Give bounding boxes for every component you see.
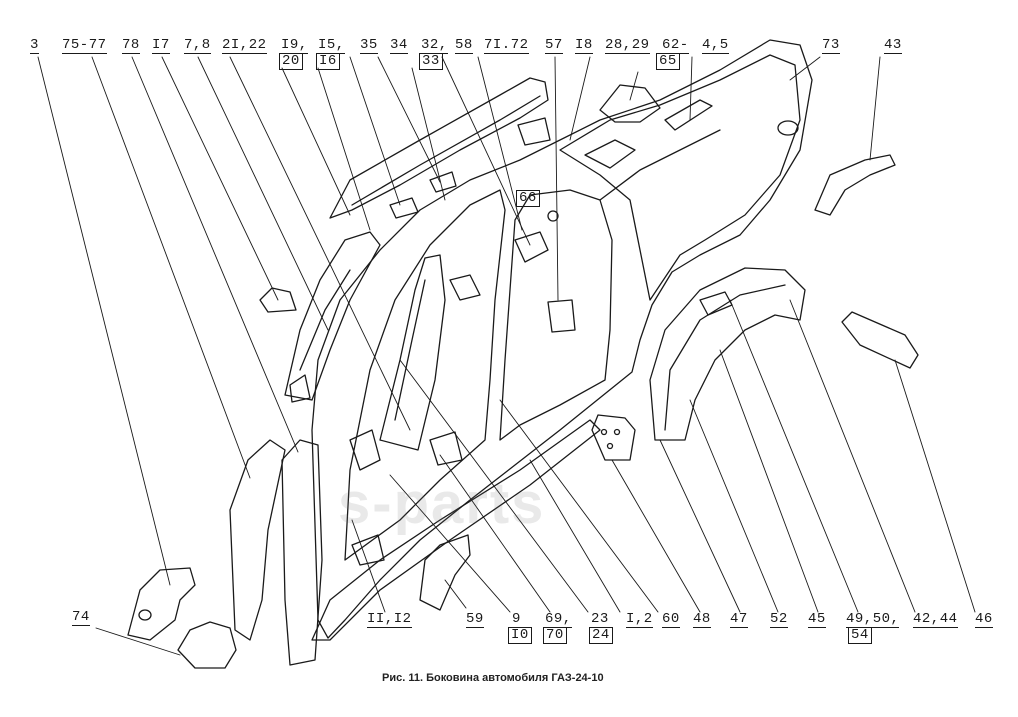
part-label: I9, [281, 37, 308, 54]
part-label: 69, [545, 611, 572, 628]
part-label: 45 [808, 611, 826, 628]
part-74-cap [177, 621, 237, 669]
part-label: 35 [360, 37, 378, 54]
part-label: 75-77 [62, 37, 107, 54]
part-label: 73 [822, 37, 840, 54]
part-label-boxed: 70 [543, 627, 567, 644]
figure-caption: Рис. 11. Боковина автомобиля ГАЗ-24-10 [382, 672, 604, 684]
part-label: I,2 [626, 611, 653, 628]
part-label: 2I,22 [222, 37, 267, 54]
watermark-text: s-parts [338, 471, 546, 536]
part-label-boxed: 54 [848, 627, 872, 644]
part-label: 42,44 [913, 611, 958, 628]
part-label: 47 [730, 611, 748, 628]
part-48-plate [591, 414, 636, 461]
b-pillar [379, 254, 446, 451]
part-label: 78 [122, 37, 140, 54]
rear-fender [559, 54, 801, 301]
part-label: 23 [591, 611, 609, 628]
part-label: 28,29 [605, 37, 650, 54]
part-label-boxed: 65 [656, 53, 680, 70]
part-label: 58 [455, 37, 473, 54]
part-17-clip [259, 287, 297, 313]
part-label: 46 [975, 611, 993, 628]
part-label: 57 [545, 37, 563, 54]
part-label-boxed: 33 [419, 53, 443, 70]
part-label: 49,50, [846, 611, 900, 628]
part-label: I8 [575, 37, 593, 54]
trunk-gutter [599, 84, 661, 123]
part-label: I7 [152, 37, 170, 54]
rocker-panel [311, 419, 601, 641]
roof-rail [329, 77, 549, 219]
part-label-boxed: 24 [589, 627, 613, 644]
part-label: 52 [770, 611, 788, 628]
part-78 [281, 439, 323, 666]
part-label-boxed: 66 [516, 190, 540, 207]
part-label: 34 [390, 37, 408, 54]
body-side-outer [311, 39, 813, 639]
part-3-bracket [127, 567, 196, 641]
part-label-boxed: 20 [279, 53, 303, 70]
part-label: 74 [72, 609, 90, 626]
part-label: 3 [30, 37, 39, 54]
part-label: 43 [884, 37, 902, 54]
rear-door-opening [499, 189, 613, 441]
front-pillar [284, 231, 381, 401]
part-label-boxed: I6 [316, 53, 340, 70]
part-label: I5, [318, 37, 345, 54]
part-label: 4,5 [702, 37, 729, 54]
part-label: II,I2 [367, 611, 412, 628]
part-label: 48 [693, 611, 711, 628]
front-door-opening [344, 189, 506, 561]
part-label: 60 [662, 611, 680, 628]
part-75-77 [229, 439, 286, 641]
part-43-bracket [814, 154, 896, 216]
part-label: 32, [421, 37, 448, 54]
part-label: 62- [662, 37, 689, 54]
part-46-seal [841, 311, 919, 369]
part-label: 7,8 [184, 37, 211, 54]
part-label: 9 [512, 611, 521, 628]
part-label: 7I.72 [484, 37, 529, 54]
part-label-boxed: I0 [508, 627, 532, 644]
wheel-arch-liner [649, 267, 806, 441]
part-label: 59 [466, 611, 484, 628]
